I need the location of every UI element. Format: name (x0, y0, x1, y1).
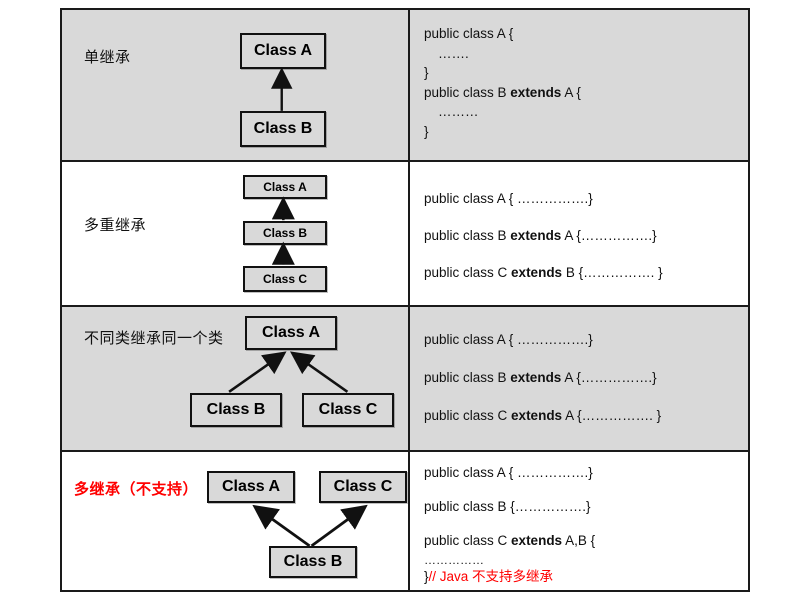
code-cell-hierarchical: public class A { …………….} public class B … (410, 307, 748, 450)
diagram-cell-hierarchical: 不同类继承同一个类 Class A Class B Class C (62, 307, 410, 450)
class-box-c: Class C (302, 393, 394, 427)
code-line-with-comment: }// Java 不支持多继承 (424, 568, 553, 586)
code-line: public class C extends B {……………. } (424, 265, 663, 280)
diagram-cell-multilevel: 多重继承 Class A Class B Class C (62, 162, 410, 305)
class-box-b: Class B (243, 221, 327, 245)
code-cell-multilevel: public class A { …………….} public class B … (410, 162, 748, 305)
red-comment: // Java 不支持多继承 (428, 569, 554, 584)
class-box-b: Class B (269, 546, 357, 578)
code-line: ……. (438, 45, 469, 61)
table-row-single-inheritance: 单继承 Class A Class B public class A { ……. (62, 10, 748, 162)
class-box-c: Class C (243, 266, 327, 292)
diagram-cell-multiple: 多继承（不支持） Class A Class C Class B (62, 452, 410, 590)
code-line: public class B extends A { (424, 84, 581, 100)
table-row-hierarchical-inheritance: 不同类继承同一个类 Class A Class B Class C p (62, 307, 748, 452)
row-label-hierarchical-inheritance: 不同类继承同一个类 (84, 330, 224, 347)
code-line: public class C extends A {……………. } (424, 408, 662, 423)
code-line: …………… (424, 553, 484, 567)
code-line: public class C extends A,B { (424, 533, 596, 548)
code-line: } (424, 123, 429, 139)
code-line: } (424, 65, 429, 81)
table-row-multiple-inheritance-unsupported: 多继承（不支持） Class A Class C Class B pu (62, 452, 748, 590)
code-cell-single: public class A { ……. } public class B ex… (410, 10, 748, 160)
code-line: public class B extends A {…………….} (424, 228, 657, 243)
row-label-multiple-inheritance: 多继承（不支持） (74, 481, 199, 498)
code-line: ……… (438, 104, 479, 120)
code-line: public class A { …………….} (424, 191, 593, 206)
class-box-b: Class B (190, 393, 282, 427)
code-line: public class A { …………….} (424, 465, 593, 480)
class-box-a: Class A (243, 175, 327, 199)
code-line: public class B {…………….} (424, 499, 591, 514)
diagram-cell-single: 单继承 Class A Class B (62, 10, 410, 160)
class-box-a: Class A (240, 33, 326, 69)
class-box-a: Class A (245, 316, 337, 350)
row-label-multilevel-inheritance: 多重继承 (84, 217, 147, 234)
row-label-single-inheritance: 单继承 (84, 49, 131, 66)
code-line: public class B extends A {…………….} (424, 370, 657, 385)
code-line: public class A { …………….} (424, 332, 593, 347)
inheritance-arrows (270, 67, 293, 111)
inheritance-comparison-table: 单继承 Class A Class B public class A { ……. (60, 8, 750, 592)
class-box-a: Class A (207, 471, 295, 503)
code-cell-multiple: public class A { …………….} public class B … (410, 452, 748, 590)
closing-brace: } (424, 569, 429, 584)
class-box-c: Class C (319, 471, 407, 503)
class-box-b: Class B (240, 111, 326, 147)
table-row-multilevel-inheritance: 多重继承 Class A Class B Class C public (62, 162, 748, 307)
code-line: public class A { (424, 26, 514, 41)
